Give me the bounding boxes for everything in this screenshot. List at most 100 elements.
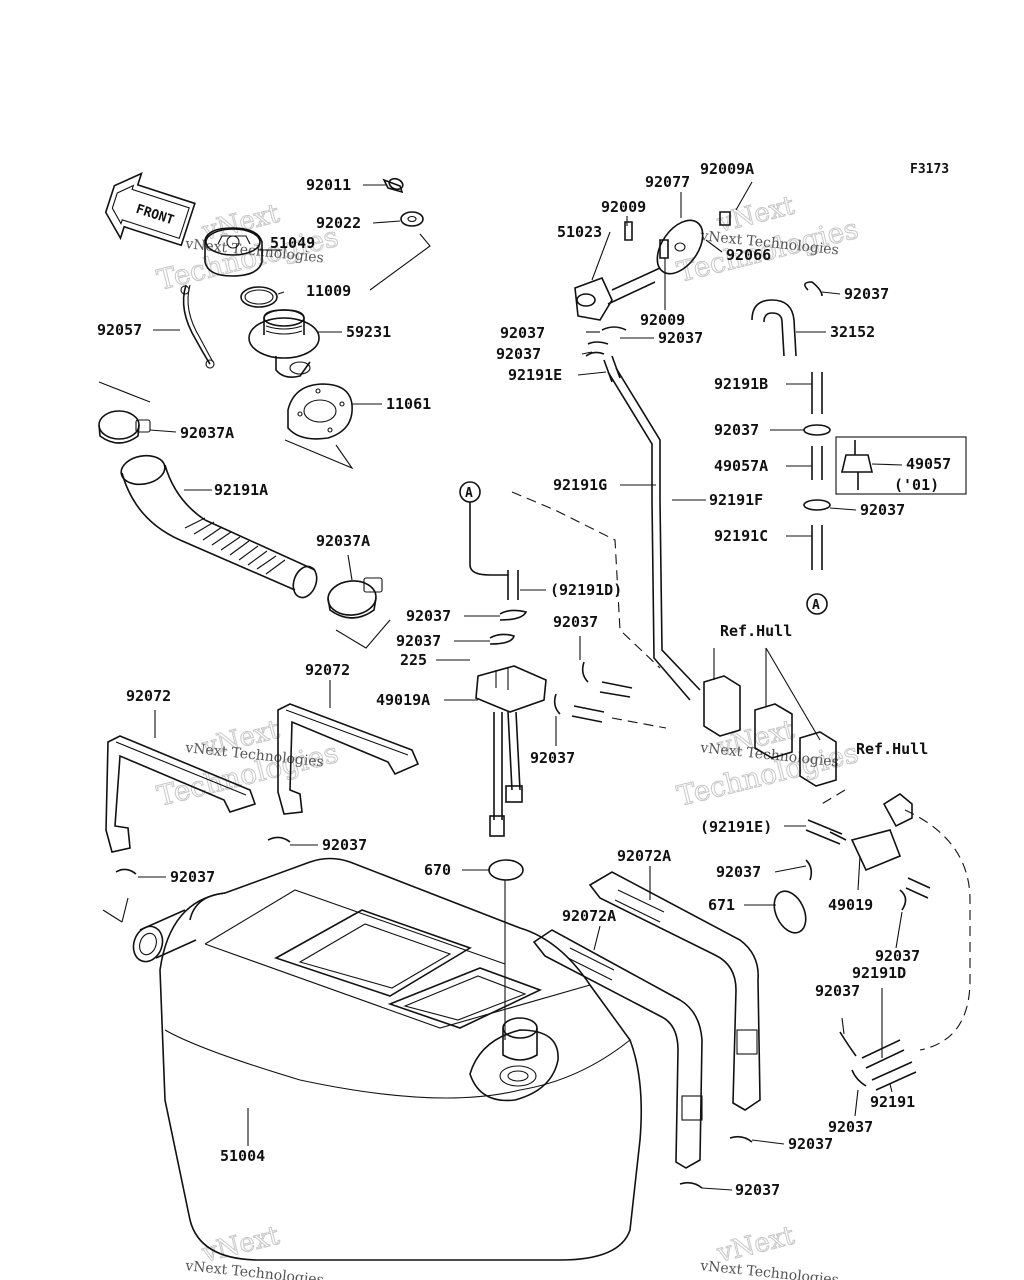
label-92037-c1: 92037 xyxy=(500,324,545,342)
svg-text:vNext Technologies: vNext Technologies xyxy=(699,1258,840,1280)
label-11009: 11009 xyxy=(306,282,351,300)
filler-neck-59231 xyxy=(248,309,320,378)
filler-hose-92191A xyxy=(120,454,318,599)
hose-92191B xyxy=(811,372,823,414)
figure-code: F3173 xyxy=(910,162,949,177)
label-ref-hull-1: Ref.Hull xyxy=(720,622,792,640)
callout-labels: 92011 92022 51049 11009 92057 59231 1106… xyxy=(97,160,951,1199)
strap-92072A-lower xyxy=(532,929,758,1169)
strap-92072-left xyxy=(105,735,257,853)
label-51004: 51004 xyxy=(220,1147,265,1165)
connector-a-top: A xyxy=(459,481,481,503)
svg-text:A: A xyxy=(465,486,473,501)
oring-671 xyxy=(773,890,807,934)
label-92037-r4: 92037 xyxy=(716,863,761,881)
label-92009A: 92009A xyxy=(700,160,754,178)
label-92037-b1: 92037 xyxy=(788,1135,833,1153)
label-92037-b2: 92037 xyxy=(735,1181,780,1199)
label-92037-r5: 92037 xyxy=(875,947,920,965)
label-92037-m3: 92037 xyxy=(553,613,598,631)
label-49019: 49019 xyxy=(828,896,873,914)
label-92191B: 92191B xyxy=(714,375,768,393)
filter-49057A xyxy=(811,446,823,480)
label-49057-note: ('01) xyxy=(894,476,939,494)
oring-670 xyxy=(488,859,524,881)
label-92022: 92022 xyxy=(316,214,361,232)
hose-mid-1 xyxy=(599,681,633,698)
fuel-valve-assembly xyxy=(574,211,731,383)
label-92191G: 92191G xyxy=(553,476,607,494)
label-92037-c2: 92037 xyxy=(496,345,541,363)
hose-92191E-paren xyxy=(805,819,843,845)
gasket-11061 xyxy=(287,383,353,440)
label-92072A-1: 92072A xyxy=(617,847,671,865)
label-92191A: 92191A xyxy=(214,481,268,499)
hose-92191C xyxy=(811,525,823,570)
fuel-line-main xyxy=(615,367,701,691)
fuel-filter-49019 xyxy=(829,793,913,872)
label-92037-c3: 92037 xyxy=(658,329,703,347)
fuel-cap-51049 xyxy=(204,227,263,277)
strap-92072A-upper xyxy=(588,871,761,1111)
strap-92057 xyxy=(180,284,215,369)
label-671: 671 xyxy=(708,896,735,914)
label-92037-r6: 92037 xyxy=(815,982,860,1000)
filter-49057 xyxy=(835,436,967,495)
label-92037-r1: 92037 xyxy=(844,285,889,303)
label-51023: 51023 xyxy=(557,223,602,241)
clips xyxy=(115,281,907,1189)
connector-a-right: A xyxy=(806,593,828,615)
label-49057: 49057 xyxy=(906,455,951,473)
label-92191C: 92191C xyxy=(714,527,768,545)
label-11061: 11061 xyxy=(386,395,431,413)
watermark-mid-left: vNext Technologies vNext Technologies xyxy=(153,714,342,813)
watermark-bottom-left: vNext vNext Technologies xyxy=(184,1220,325,1280)
label-92191D-paren: (92191D) xyxy=(550,581,622,599)
label-92191F: 92191F xyxy=(709,491,763,509)
label-92037-l2: 92037 xyxy=(170,868,215,886)
label-92009-2: 92009 xyxy=(640,311,685,329)
label-92037-r7: 92037 xyxy=(828,1118,873,1136)
label-92037-r2: 92037 xyxy=(714,421,759,439)
hose-mid-2 xyxy=(571,705,605,723)
dashed-routing-2 xyxy=(611,717,667,729)
label-92191E-paren: (92191E) xyxy=(700,818,772,836)
label-ref-hull-2: Ref.Hull xyxy=(856,740,928,758)
clamp-92037-r2 xyxy=(803,424,831,436)
label-49057A: 49057A xyxy=(714,457,768,475)
fuel-tank-51004 xyxy=(102,857,643,1261)
label-92037A-1: 92037A xyxy=(180,424,234,442)
label-92077: 92077 xyxy=(645,173,690,191)
label-92037-m2: 92037 xyxy=(396,632,441,650)
svg-text:A: A xyxy=(812,598,820,613)
label-51049: 51049 xyxy=(270,234,315,252)
strap-92072-right xyxy=(277,703,420,815)
oring-11009 xyxy=(240,286,278,308)
fuel-pump-49019A xyxy=(475,665,547,837)
label-225: 225 xyxy=(400,651,427,669)
label-59231: 59231 xyxy=(346,323,391,341)
label-92037A-2: 92037A xyxy=(316,532,370,550)
label-92011: 92011 xyxy=(306,176,351,194)
filler-cap-assembly xyxy=(98,177,424,470)
leader-lines xyxy=(138,181,903,1191)
label-92037-m4: 92037 xyxy=(530,749,575,767)
label-92037-m1: 92037 xyxy=(406,607,451,625)
label-92072-1: 92072 xyxy=(126,687,171,705)
hose-32152 xyxy=(751,299,797,357)
label-92009-1: 92009 xyxy=(601,198,646,216)
label-92037-r3: 92037 xyxy=(860,501,905,519)
washer-92022 xyxy=(400,211,424,227)
label-32152: 32152 xyxy=(830,323,875,341)
front-arrow-icon: FRONT xyxy=(104,172,196,247)
label-92072A-2: 92072A xyxy=(562,907,616,925)
bolt-92011 xyxy=(382,177,404,194)
hose-right-1 xyxy=(905,877,931,899)
dashed-routing-3 xyxy=(819,789,971,1051)
label-92191: 92191 xyxy=(870,1093,915,1111)
hose-92191D-paren xyxy=(507,570,519,600)
hose-92191 xyxy=(871,1061,917,1091)
label-92066: 92066 xyxy=(726,246,771,264)
label-92191E: 92191E xyxy=(508,366,562,384)
